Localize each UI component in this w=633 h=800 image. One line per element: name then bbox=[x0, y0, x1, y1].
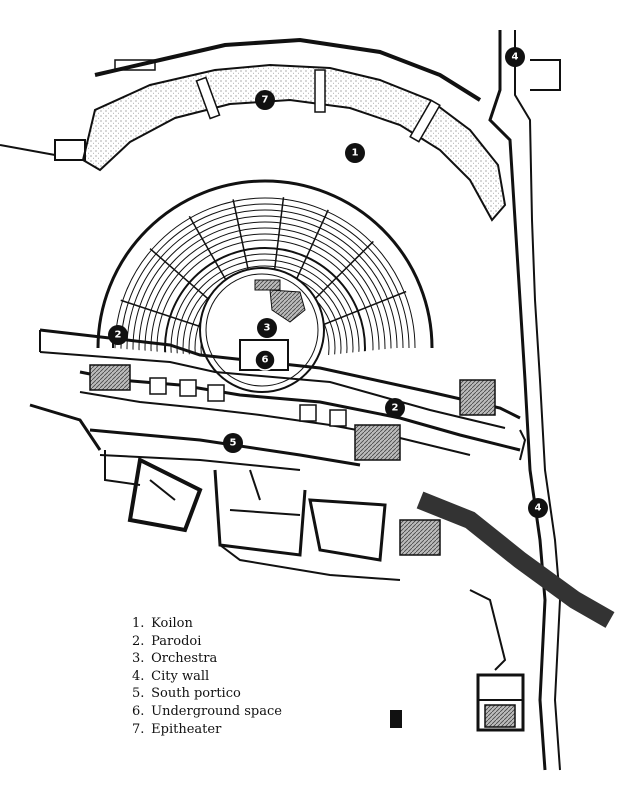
legend: 1. Koilon 2. Parodoi 3. Orchestra 4. Cit… bbox=[132, 615, 282, 738]
legend-item-number: 7. bbox=[132, 721, 145, 737]
marker-2: 2 bbox=[385, 398, 405, 418]
legend-item-number: 4. bbox=[132, 668, 145, 684]
svg-text:4: 4 bbox=[535, 503, 542, 514]
legend-item: 7. Epitheater bbox=[132, 721, 282, 739]
legend-item-label: Koilon bbox=[151, 616, 193, 631]
legend-item: 2. Parodoi bbox=[132, 633, 282, 651]
city-wall bbox=[416, 30, 615, 771]
svg-text:6: 6 bbox=[262, 355, 269, 366]
legend-item-label: Underground space bbox=[151, 703, 282, 719]
marker-6: 6 bbox=[254, 349, 276, 371]
epitheater-buttress bbox=[195, 76, 221, 120]
svg-text:3: 3 bbox=[264, 323, 271, 334]
legend-item-label: Parodoi bbox=[151, 633, 202, 649]
marker-3: 3 bbox=[257, 318, 277, 338]
marker-5: 5 bbox=[223, 433, 243, 453]
stage-building bbox=[39, 328, 521, 461]
svg-text:4: 4 bbox=[512, 52, 519, 63]
epitheater-buttress bbox=[314, 69, 326, 113]
marker-7: 7 bbox=[255, 90, 275, 110]
marker-2: 2 bbox=[108, 325, 128, 345]
legend-item: 4. City wall bbox=[132, 668, 282, 686]
south-portico bbox=[29, 403, 441, 581]
svg-text:1: 1 bbox=[352, 148, 359, 159]
legend-item: 3. Orchestra bbox=[132, 650, 282, 668]
svg-text:2: 2 bbox=[115, 330, 122, 341]
legend-item-label: Orchestra bbox=[151, 651, 218, 667]
legend-item-label: South portico bbox=[151, 686, 241, 702]
marker-4: 4 bbox=[528, 498, 548, 518]
legend-item: 5. South portico bbox=[132, 685, 282, 703]
svg-text:2: 2 bbox=[392, 403, 399, 414]
legend-item-label: Epitheater bbox=[151, 721, 222, 737]
legend-item-number: 6. bbox=[132, 703, 145, 719]
svg-text:7: 7 bbox=[262, 95, 269, 106]
legend-item-number: 2. bbox=[132, 633, 145, 649]
marker-4: 4 bbox=[505, 47, 525, 67]
epitheater-buttress bbox=[409, 99, 441, 143]
legend-item: 6. Underground space bbox=[132, 703, 282, 721]
legend-item-number: 1. bbox=[132, 616, 145, 631]
marker-1: 1 bbox=[345, 143, 365, 163]
legend-item: 1. Koilon bbox=[132, 615, 282, 633]
legend-item-label: City wall bbox=[151, 668, 210, 684]
legend-item-number: 3. bbox=[132, 651, 145, 667]
legend-item-number: 5. bbox=[132, 686, 145, 702]
southeast-building bbox=[476, 673, 525, 732]
koilon bbox=[96, 179, 434, 362]
scale-marker bbox=[390, 710, 402, 728]
svg-text:5: 5 bbox=[230, 438, 237, 449]
epitheater bbox=[0, 37, 507, 222]
